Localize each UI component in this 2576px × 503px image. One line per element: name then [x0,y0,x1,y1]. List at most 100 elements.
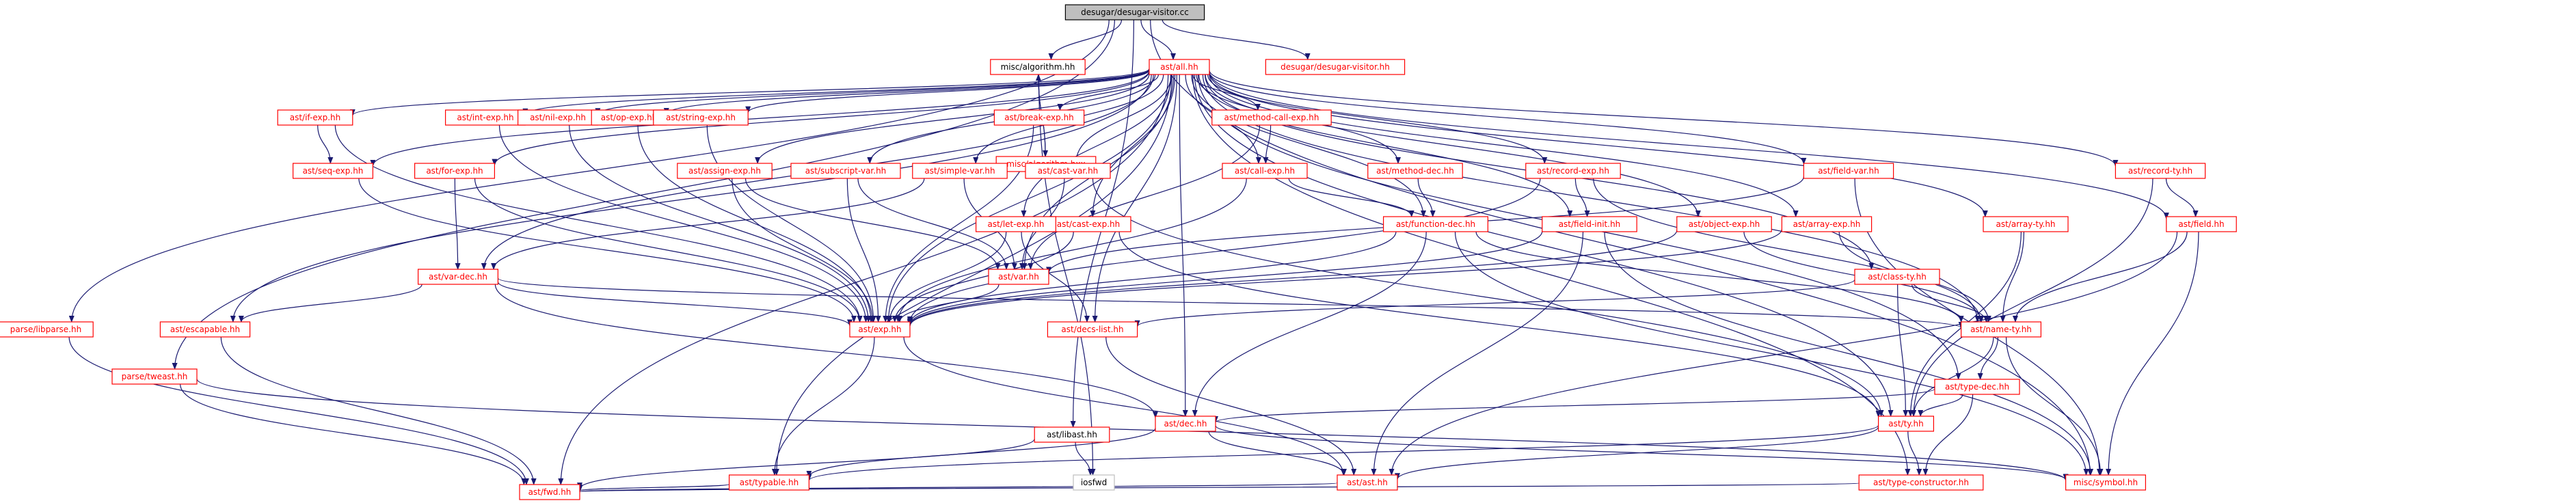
node-subscriptvar[interactable]: ast/subscript-var.hh [790,163,901,179]
node-tweast[interactable]: parse/tweast.hh [111,368,198,385]
node-box [1073,474,1115,491]
node-vardec[interactable]: ast/var-dec.hh [417,269,498,285]
node-box [293,163,374,179]
node-box [519,484,580,500]
edge-namety-to-typedec [1977,336,1999,380]
edge-castexp-to-tyhh [1118,231,1881,418]
node-escapable[interactable]: ast/escapable.hh [159,321,251,338]
node-algo[interactable]: misc/algorithm.hh [990,59,1086,75]
edge-fieldinit-to-asthh [1371,231,1584,476]
edge-tyhh-to-asthh [1395,426,1879,480]
edge-field-to-namety [2012,231,2188,323]
edge-arrayexp-to-exphh [907,229,1782,327]
node-exphh[interactable]: ast/exp.hh [849,321,911,338]
node-objectexp[interactable]: ast/object-exp.hh [1676,216,1772,232]
node-label: parse/libparse.hh [10,325,81,334]
node-letexp[interactable]: ast/let-exp.hh [975,216,1056,232]
edge-stringexp-to-exphh [706,124,876,323]
node-fieldinit[interactable]: ast/field-init.hh [1542,216,1637,232]
edge-typedec-to-tyhh [1918,394,1963,417]
edge-all-to-objectexp [1205,74,1701,217]
edge-fieldinit-to-symbol [1604,231,2093,476]
edge-all-to-fieldvar [1209,71,1807,165]
node-dechh[interactable]: ast/dec.hh [1155,416,1216,432]
node-methodcallexp[interactable]: ast/method-call-exp.hh [1211,109,1332,126]
node-all[interactable]: ast/all.hh [1149,59,1210,75]
node-seqexp[interactable]: ast/seq-exp.hh [293,163,374,179]
edge-vardec-to-dechh [494,284,1158,419]
node-callexp[interactable]: ast/call-exp.hh [1222,163,1308,179]
node-castvar[interactable]: ast/cast-var.hh [1025,163,1111,179]
node-castexp[interactable]: ast/cast-exp.hh [1045,216,1131,232]
node-classty[interactable]: ast/class-ty.hh [1854,269,1940,285]
node-box [159,321,251,338]
node-namety[interactable]: ast/name-ty.hh [1961,321,2042,338]
edge-varhh-to-exphh [897,284,999,323]
node-label: iosfwd [1081,478,1107,487]
node-typeconstructor[interactable]: ast/type-constructor.hh [1858,474,1984,491]
edge-libast-to-fwd [577,438,1035,490]
node-opexp[interactable]: ast/op-exp.hh [591,109,667,126]
node-label: ast/fwd.hh [528,487,572,497]
node-varhh[interactable]: ast/var.hh [988,269,1049,285]
edge-classty-to-tyhh [1897,284,1909,417]
node-functiondec[interactable]: ast/function-dec.hh [1382,216,1488,232]
node-dvhh[interactable]: desugar/desugar-visitor.hh [1265,59,1406,75]
edge-namety-to-symbol [2005,336,2104,476]
node-recordty[interactable]: ast/record-ty.hh [2115,163,2206,179]
edge-all-to-escapable [230,74,1152,323]
node-libparse[interactable]: parse/libparse.hh [0,321,94,338]
node-stringexp[interactable]: ast/string-exp.hh [653,109,749,126]
node-asthh[interactable]: ast/ast.hh [1337,474,1398,491]
edge-all-to-stringexp [745,70,1150,113]
edge-exphh-to-typable [771,336,875,476]
node-field[interactable]: ast/field.hh [2166,216,2237,232]
node-box [975,216,1056,232]
node-label: ast/op-exp.hh [601,113,658,122]
edge-tyhh-to-typeconstructor [1907,431,1922,476]
node-intexp[interactable]: ast/int-exp.hh [444,109,526,126]
node-box [2065,474,2147,491]
node-box [653,109,749,126]
node-typable[interactable]: ast/typable.hh [728,474,809,491]
node-box [990,59,1086,75]
node-arrayty[interactable]: ast/array-ty.hh [1983,216,2069,232]
node-label: ast/all.hh [1160,62,1198,72]
node-root[interactable]: desugar/desugar-visitor.cc [1064,4,1205,21]
node-box [0,321,94,338]
node-label: ast/object-exp.hh [1689,219,1760,229]
node-label: ast/exp.hh [858,325,901,334]
edge-functiondec-to-namety [1475,231,1964,323]
node-recordexp[interactable]: ast/record-exp.hh [1525,163,1621,179]
node-arrayexp[interactable]: ast/array-exp.hh [1781,216,1873,232]
node-decslist[interactable]: ast/decs-list.hh [1047,321,1138,338]
node-fieldvar[interactable]: ast/field-var.hh [1803,163,1894,179]
node-ifexp[interactable]: ast/if-exp.hh [277,109,353,126]
node-symbol[interactable]: misc/symbol.hh [2065,474,2147,491]
node-label: ast/escapable.hh [170,325,240,334]
node-assignexp[interactable]: ast/assign-exp.hh [677,163,773,179]
node-box [1064,4,1205,21]
node-label: ast/name-ty.hh [1970,325,2032,334]
node-simplevar[interactable]: ast/simple-var.hh [912,163,1008,179]
edge-nilexp-to-exphh [569,124,872,323]
node-fwd[interactable]: ast/fwd.hh [519,484,580,500]
edge-asthh-to-fwd [578,482,1338,493]
node-methoddec[interactable]: ast/method-dec.hh [1367,163,1463,179]
edge-dechh-to-asthh [1208,431,1347,476]
edge-all-to-ifexp [350,68,1150,116]
node-iosfwd[interactable]: iosfwd [1073,474,1115,491]
edge-libparse-to-fwd [68,336,529,485]
node-tyhh[interactable]: ast/ty.hh [1878,416,1935,432]
node-nilexp[interactable]: ast/nil-exp.hh [517,109,598,126]
node-breakexp[interactable]: ast/break-exp.hh [993,109,1085,126]
edge-assignexp-to-varhh [744,178,1001,270]
edge-all-to-arrayexp [1209,74,1799,217]
edge-all-to-letexp [1021,74,1172,217]
node-forexp[interactable]: ast/for-exp.hh [414,163,495,179]
edge-algo-to-iosfwd [1038,74,1096,476]
edge-opexp-to-exphh [637,124,874,323]
node-libast[interactable]: ast/libast.hh [1034,426,1110,443]
node-typedec[interactable]: ast/type-dec.hh [1934,379,2020,395]
